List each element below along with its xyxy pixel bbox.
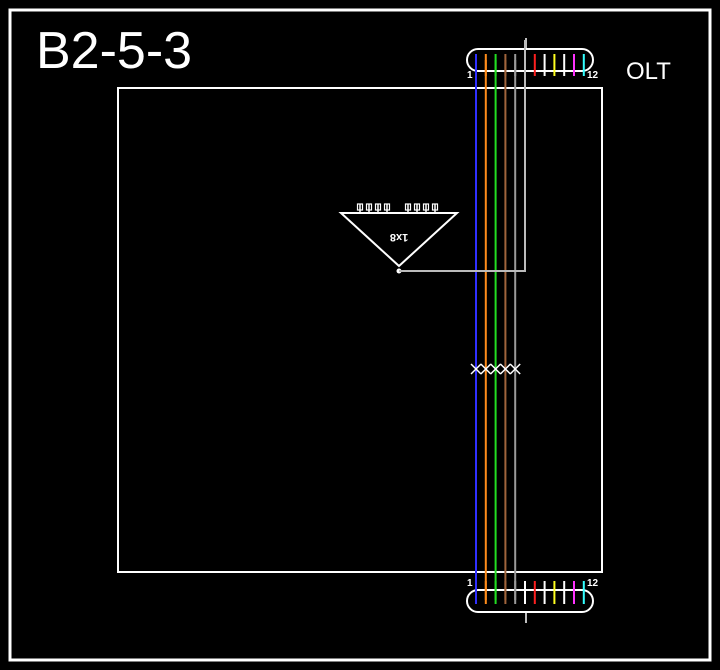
splitter: 1x8: [338, 40, 526, 274]
splitter-feed-line: [399, 40, 526, 272]
splitter-port-head: [365, 203, 373, 211]
splice-mark: [509, 363, 521, 375]
splitter-port-head: [422, 203, 430, 211]
splice-mark: [490, 363, 502, 375]
bottom-connector-ticks: [475, 581, 585, 604]
splitter-label: 1x8: [390, 231, 408, 243]
olt-label: OLT: [626, 58, 671, 85]
outer-frame: [8, 8, 712, 662]
top-connector-ticks: [475, 54, 585, 76]
bottom-connector-first-port: 1: [467, 578, 473, 589]
splice-mark: [480, 363, 492, 375]
splitter-output-ports: [356, 203, 439, 213]
splitter-port-head: [383, 203, 391, 211]
splice-marks: [470, 363, 521, 375]
splitter-port-head: [374, 203, 382, 211]
top-connector-first-port: 1: [467, 70, 473, 81]
inner-box: [117, 87, 603, 573]
splitter-port-head: [404, 203, 412, 211]
splitter-port-head: [356, 203, 364, 211]
bottom-connector-last-port: 12: [587, 578, 599, 589]
splitter-triangle: [338, 212, 460, 268]
splitter-port-head: [431, 203, 439, 211]
diagram-title: B2-5-3: [36, 22, 192, 80]
splitter-port-head: [413, 203, 421, 211]
fiber-bundle: [475, 60, 517, 600]
splice-mark: [499, 363, 511, 375]
bottom-connector-body: [466, 589, 594, 613]
top-connector-body: [466, 48, 594, 72]
top-connector-last-port: 12: [587, 70, 599, 81]
splice-mark: [470, 363, 482, 375]
